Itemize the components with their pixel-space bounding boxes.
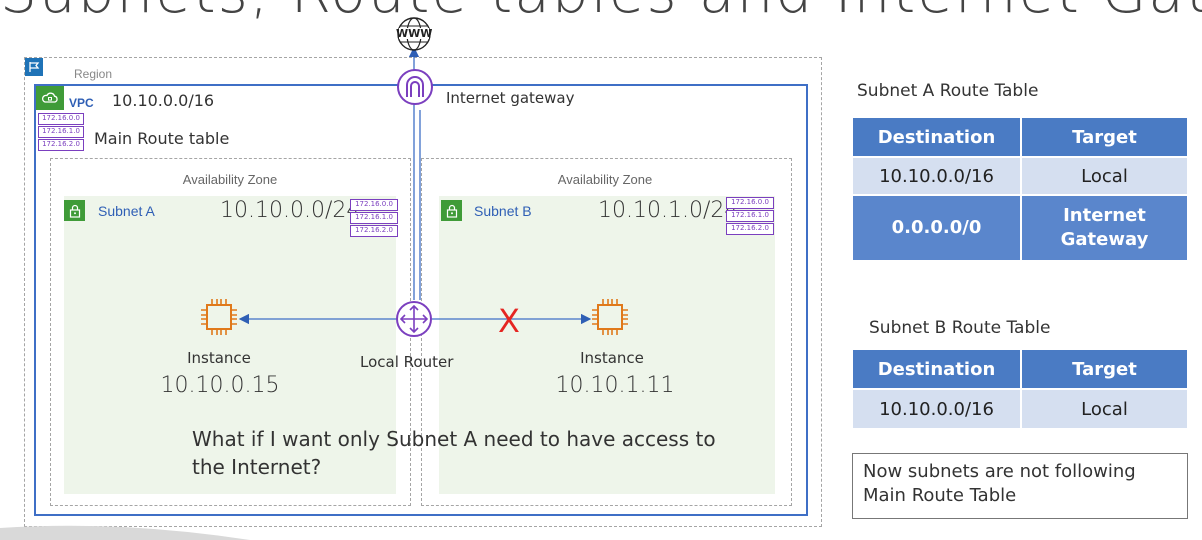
blocked-route-marker: X [498,302,520,340]
target-header: Target [1020,348,1189,390]
subnet-a-cidr: 10.10.0.0/24 [220,198,361,223]
instance-b-icon [589,296,631,338]
route-table-entry: 172.16.1.0 [350,212,398,224]
destination-header: Destination [851,348,1022,390]
availability-zone-a-label: Availability Zone [182,172,278,187]
main-route-table-label: Main Route table [94,129,230,148]
question-text: What if I want only Subnet A need to hav… [192,427,716,479]
subnet-b-area [439,196,775,494]
route-destination: 10.10.0.0/16 [851,156,1022,196]
route-target: Local [1020,388,1189,430]
destination-header: Destination [851,116,1022,158]
www-text: WWW [396,27,433,40]
subnet-a-lock-icon [64,200,85,221]
route-table-entry: 172.16.2.0 [38,139,84,151]
instance-a-ip: 10.10.0.15 [160,373,280,398]
route-table-entry: 172.16.1.0 [726,210,774,222]
route-destination: 10.10.0.0/16 [851,388,1022,430]
subnet-b-cidr: 10.10.1.0/24 [598,198,739,223]
subnet-b-route-table: Destination Target 10.10.0.0/16 Local [851,348,1189,430]
local-router-icon [395,300,433,338]
slide-title: Subnets, Route tables and Internet Gatew… [0,0,1202,22]
route-table-entry: 172.16.1.0 [38,126,84,138]
internet-gateway-label: Internet gateway [446,89,575,107]
subnet-b-route-table-icon: 172.16.0.0 172.16.1.0 172.16.2.0 [726,197,774,236]
region-flag-icon [25,58,43,76]
local-router-label: Local Router [360,353,454,371]
subnet-a-route-table-title: Subnet A Route Table [857,81,1039,101]
subnet-b-route-table-title: Subnet B Route Table [869,318,1051,338]
route-destination: 0.0.0.0/0 [851,194,1022,262]
route-target: Local [1020,156,1189,196]
subnet-a-route-table-icon: 172.16.0.0 172.16.1.0 172.16.2.0 [350,199,398,238]
main-route-table-icon: 172.16.0.0 172.16.1.0 172.16.2.0 [38,113,84,152]
vpc-cidr: 10.10.0.0/16 [112,91,215,110]
route-target: Internet Gateway [1020,194,1189,262]
decorative-swoosh [0,525,250,540]
internet-gateway-icon [396,68,434,106]
instance-b-ip: 10.10.1.11 [555,373,675,398]
vpc-cloud-icon [36,86,64,110]
subnet-b-name: Subnet B [474,203,532,219]
vpc-label: VPC [69,96,94,110]
route-table-entry: 172.16.2.0 [350,225,398,237]
route-table-entry: 172.16.0.0 [38,113,84,125]
instance-a-icon [198,296,240,338]
route-table-entry: 172.16.0.0 [350,199,398,211]
subnet-a-area [64,196,396,494]
route-table-entry: 172.16.2.0 [726,223,774,235]
route-table-entry: 172.16.0.0 [726,197,774,209]
target-header: Target [1020,116,1189,158]
internet-www-icon: WWW [394,14,434,54]
region-label: Region [74,67,113,81]
subnet-a-name: Subnet A [98,203,155,219]
availability-zone-b-label: Availability Zone [557,172,653,187]
note-box: Now subnets are not following Main Route… [852,453,1188,519]
subnet-a-route-table: Destination Target 10.10.0.0/16 Local 0.… [851,116,1189,262]
instance-a-label: Instance [187,349,251,367]
subnet-b-lock-icon [441,200,462,221]
instance-b-label: Instance [580,349,644,367]
region-boundary [24,57,822,527]
